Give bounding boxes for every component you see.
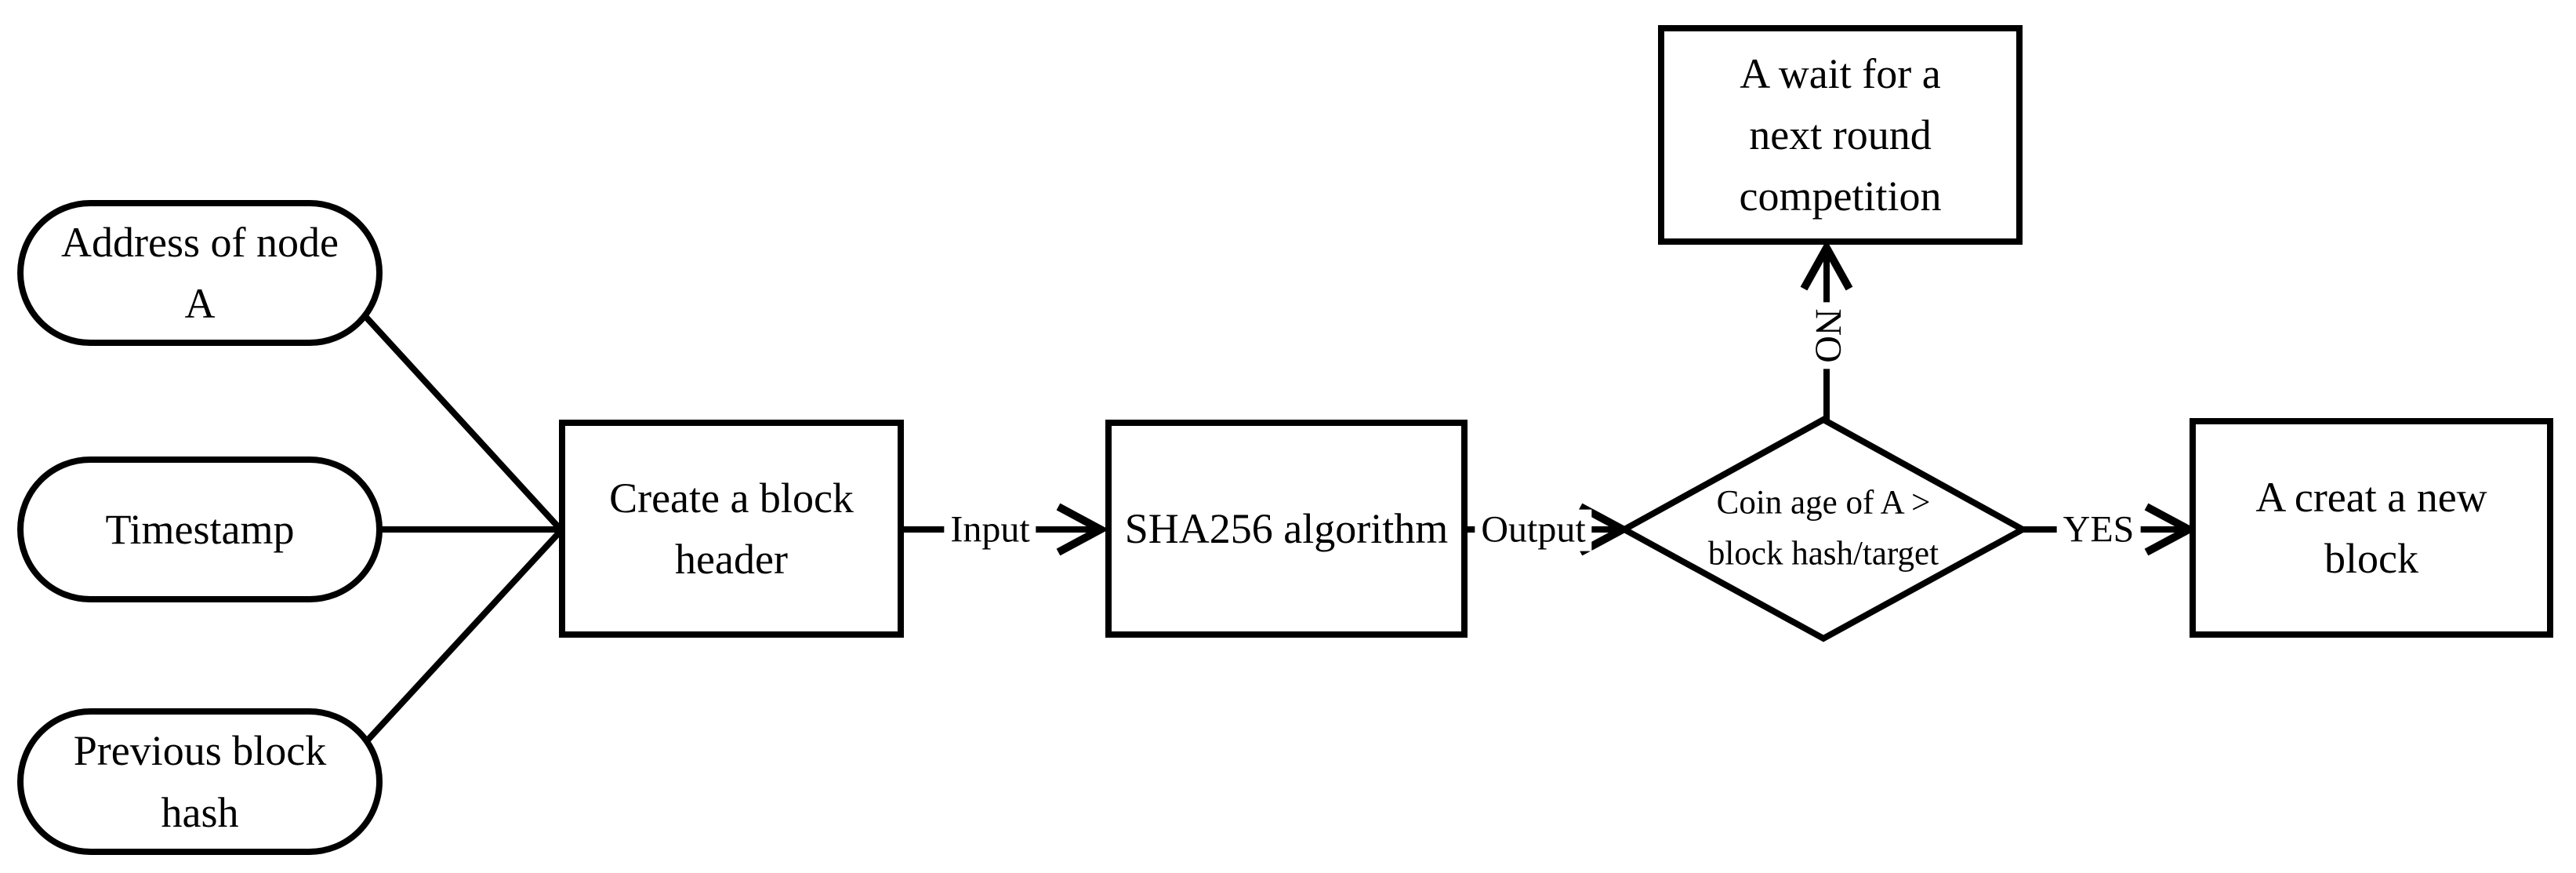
arrowhead-no-icon <box>1800 239 1853 291</box>
node-create-block-header-label: Create a block header <box>609 474 854 583</box>
node-address-of-node: Address of node A <box>17 200 383 346</box>
edge-label-no: NO <box>1806 302 1849 369</box>
node-wait-next-round-label: A wait for a next round competition <box>1739 49 1942 220</box>
edge-label-yes: YES <box>2056 509 2141 551</box>
node-previous-block-hash: Previous block hash <box>17 708 383 855</box>
node-wait-next-round: A wait for a next round competition <box>1658 25 2023 245</box>
decision-diamond-shape <box>1617 416 2030 642</box>
node-sha256-algorithm: SHA256 algorithm <box>1105 420 1468 638</box>
edge-label-output: Output <box>1475 509 1592 551</box>
node-address-of-node-label: Address of node A <box>61 218 339 327</box>
arrowhead-yes-icon <box>2144 503 2197 556</box>
node-coin-age-decision-label: Coin age of A > block hash/target <box>1707 484 1939 573</box>
node-previous-block-hash-label: Previous block hash <box>73 727 327 836</box>
edge-prevhash-to-create <box>352 528 564 757</box>
node-create-new-block: A creat a new block <box>2190 418 2553 638</box>
node-timestamp-label: Timestamp <box>105 505 295 553</box>
node-create-block-header: Create a block header <box>559 420 904 638</box>
node-create-new-block-label: A creat a new block <box>2255 473 2487 582</box>
node-timestamp: Timestamp <box>17 457 383 602</box>
edge-address-to-create <box>352 302 564 533</box>
edge-label-input: Input <box>944 509 1036 551</box>
node-sha256-algorithm-label: SHA256 algorithm <box>1124 504 1449 552</box>
arrowhead-input-icon <box>1056 503 1109 556</box>
